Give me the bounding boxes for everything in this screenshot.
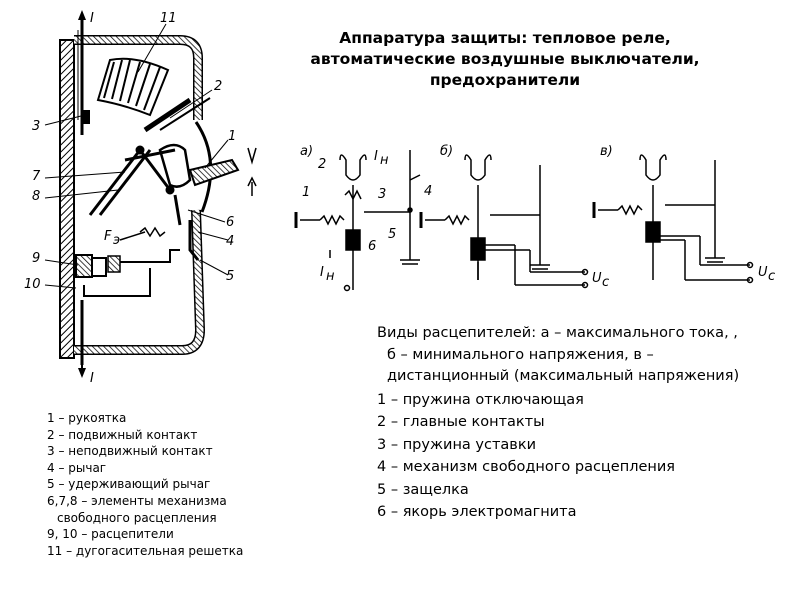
- scheme-label-In-bottom-sub: н: [326, 269, 335, 284]
- legend-item: 6 – якорь электромагнита: [377, 504, 577, 520]
- legend-item: 11 – дугогасительная решетка: [47, 543, 244, 558]
- scheme-a-contact: [339, 154, 367, 181]
- legend-item: 1 – рукоятка: [47, 411, 127, 425]
- label-9: 9: [32, 251, 40, 266]
- legend-item: 1 – пружина отключающая: [377, 391, 584, 408]
- legend-item: 4 – механизм свободного расцепления: [377, 459, 676, 475]
- label-8: 8: [32, 189, 40, 204]
- label-3: 3: [32, 119, 40, 134]
- moving-contact: [143, 97, 192, 133]
- legend-item: 2 – подвижный контакт: [47, 427, 198, 442]
- label-I-bottom: I: [90, 371, 94, 386]
- linkage: [88, 143, 192, 216]
- scheme-label-v-Uc: U: [758, 265, 768, 280]
- legend-item: 3 – неподвижный контакт: [47, 444, 213, 459]
- release-schemes-figure: [294, 150, 754, 292]
- scheme-label-3: 3: [378, 187, 386, 202]
- title-line-1: Аппаратура защиты: тепловое реле,: [339, 29, 671, 47]
- label-1: 1: [228, 129, 236, 144]
- scheme-label-2: 2: [318, 157, 326, 172]
- legend-item: 5 – удерживающий рычаг: [47, 477, 211, 492]
- scheme-label-In-bottom: I: [320, 265, 324, 280]
- housing-shell: [74, 35, 206, 355]
- handle: [188, 158, 240, 187]
- legend-item: 2 – главные контакты: [377, 414, 545, 430]
- label-6: 6: [226, 215, 234, 230]
- scheme-label-5: 5: [388, 227, 396, 242]
- spring: [139, 226, 166, 238]
- scheme-label-In: I: [374, 149, 378, 164]
- panel-v-tag: в): [600, 144, 613, 159]
- title-line-2: автоматические воздушные выключатели,: [310, 50, 700, 68]
- label-4: 4: [226, 234, 234, 249]
- current-out-arrow-icon: [78, 368, 86, 378]
- scheme-label-6: 6: [368, 239, 376, 254]
- handle-arc: [194, 121, 213, 213]
- legend-item: 6,7,8 – элементы механизма: [47, 493, 227, 508]
- current-in-arrow-icon: [78, 10, 86, 20]
- arc-chute-grid: [96, 57, 170, 117]
- intro-line-1: Виды расцепителей: а – максимального ток…: [377, 325, 738, 341]
- scheme-v-contact: [639, 154, 667, 181]
- scheme-label-b-Uc-sub: c: [602, 275, 609, 290]
- legend-item: 5 – защелка: [377, 481, 469, 498]
- lever: [173, 194, 182, 226]
- label-2: 2: [214, 79, 222, 94]
- label-I-top: I: [90, 11, 94, 26]
- label-7: 7: [32, 169, 41, 184]
- release-10: [91, 257, 107, 277]
- scheme-label-In-sub: н: [380, 153, 389, 168]
- intro-line-3: дистанционный (максимальный напряжения): [387, 368, 740, 384]
- title-line-3: предохранители: [429, 71, 581, 89]
- scheme-label-1: 1: [302, 185, 310, 200]
- scheme-label-v-Uc-sub: c: [768, 269, 775, 284]
- scheme-label-4: 4: [424, 184, 432, 199]
- panel-b-tag: б): [440, 144, 453, 159]
- label-10: 10: [24, 277, 41, 292]
- legend-item: 9, 10 – расцепители: [47, 527, 174, 542]
- release-types-intro: Виды расцепителей: а – максимального ток…: [377, 323, 797, 388]
- label-11: 11: [160, 11, 177, 26]
- label-5: 5: [226, 269, 234, 284]
- housing-back-wall: [59, 39, 75, 359]
- fixed-contact: [82, 110, 90, 124]
- construction-legend: 1 – рукоятка 2 – подвижный контакт 3 – н…: [47, 410, 297, 559]
- scheme-b-contact: [464, 154, 492, 181]
- legend-item: 3 – пружина уставки: [377, 436, 537, 453]
- panel-a-tag: а): [300, 144, 313, 159]
- handle-rotate-arrow-icon: [247, 147, 257, 196]
- intro-line-2: б – минимального напряжения, в –: [387, 346, 654, 363]
- legend-item-continuation: свободного расцепления: [57, 510, 217, 525]
- release-9: [75, 254, 93, 278]
- release-types-legend: Виды расцепителей: а – максимального ток…: [377, 323, 797, 524]
- holding-lever: [188, 220, 200, 261]
- label-F-sub: э: [113, 233, 120, 248]
- label-F: F: [104, 229, 112, 244]
- scheme-label-b-Uc: U: [592, 271, 602, 286]
- page-title: Аппаратура защиты: тепловое реле, автома…: [270, 28, 740, 91]
- legend-item: 4 – рычаг: [47, 460, 107, 475]
